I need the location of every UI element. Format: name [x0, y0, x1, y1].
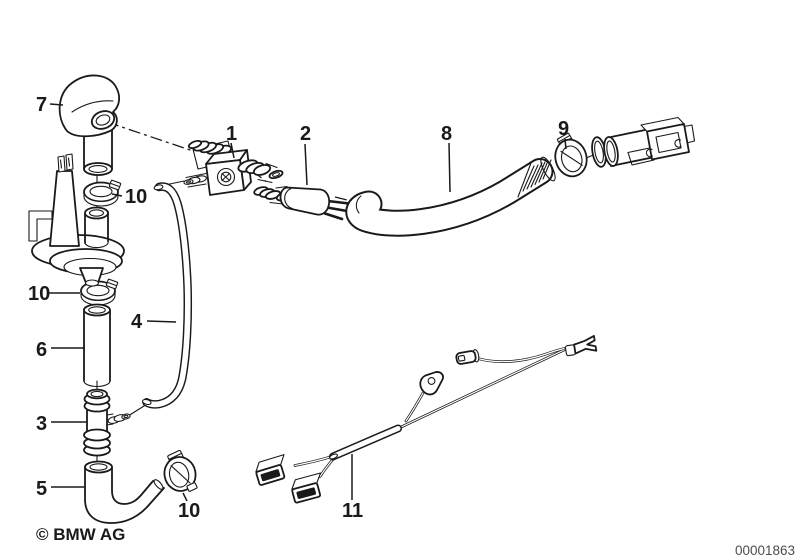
leader-1	[230, 142, 235, 159]
reservoir-pump-assembly	[28, 153, 125, 287]
part-label-1: 1	[226, 123, 237, 145]
leader-10c	[182, 492, 188, 502]
part-label-4: 4	[131, 311, 143, 333]
part-9-hose-clamp	[554, 132, 588, 178]
axis-barb-tube4	[127, 405, 145, 417]
leader-9	[564, 138, 567, 150]
callout-labels: 7 1 2 8 9 10 10 4 6 3 5 10 11	[28, 94, 569, 522]
leader-7	[49, 103, 64, 106]
spade-connector	[564, 335, 598, 357]
part-3-barbed-connector	[83, 388, 131, 457]
part-label-6: 6	[36, 339, 47, 361]
part-8-large-hose	[345, 156, 556, 237]
part-label-11: 11	[342, 500, 363, 522]
bullet-connector	[455, 349, 480, 365]
leader-4	[146, 320, 177, 323]
leader-8	[448, 142, 451, 193]
part-label-9: 9	[558, 118, 569, 140]
ring-terminal	[419, 371, 444, 396]
part-2-plug	[253, 185, 351, 221]
plate-number: 00001863	[735, 543, 795, 558]
part-4-thin-tube	[141, 182, 193, 409]
flat-connector-2	[291, 472, 322, 504]
leader-10a	[111, 193, 123, 197]
flat-connector-1	[255, 454, 286, 486]
part-label-10c: 10	[178, 500, 200, 522]
part-5-elbow-hose	[84, 460, 165, 524]
part-11-wiring-harness	[255, 335, 598, 504]
callout-leaders	[49, 103, 567, 502]
part-label-5: 5	[36, 478, 47, 500]
part-label-8: 8	[441, 123, 452, 145]
part-7-elbow-boot	[58, 74, 120, 176]
centerline-left	[106, 121, 197, 153]
part-label-3: 3	[36, 413, 47, 435]
part-6-straight-hose	[83, 303, 111, 388]
part-10-clamp-bottom	[163, 450, 198, 492]
part-label-10a: 10	[125, 186, 147, 208]
part-label-2: 2	[300, 123, 311, 145]
part-label-10b: 10	[28, 283, 50, 305]
part-10-clamp-top	[83, 179, 122, 207]
part-1-valve	[183, 140, 284, 196]
part-label-7: 7	[36, 94, 47, 116]
copyright-notice: © BMW AG	[36, 525, 125, 544]
leader-2	[304, 143, 308, 186]
pipe-with-bracket	[603, 116, 696, 167]
